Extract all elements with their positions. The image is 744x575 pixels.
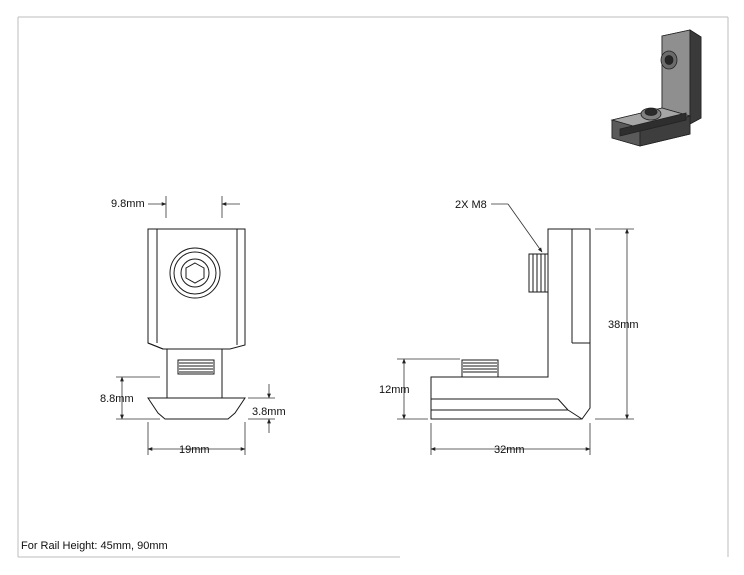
callout-thread: 2X M8 (455, 199, 487, 211)
socket-head-screw (169, 247, 221, 299)
dim-length: 32mm (494, 444, 525, 456)
dim-lower-height: 12mm (379, 384, 410, 396)
dim-height: 38mm (608, 319, 639, 331)
rail-height-note: For Rail Height: 45mm, 90mm (21, 540, 168, 552)
side-screw-horizontal (461, 359, 499, 378)
dim-total-height: 8.8mm (100, 393, 134, 405)
side-screw-vertical (528, 253, 549, 293)
side-view (430, 228, 591, 420)
front-view (147, 228, 246, 420)
threaded-stud (177, 359, 215, 375)
isometric-render (610, 29, 702, 147)
dim-screw-width: 9.8mm (111, 198, 145, 210)
dim-lip-height: 3.8mm (252, 406, 286, 418)
side-dimensions (397, 203, 634, 455)
dim-base-width: 19mm (179, 444, 210, 456)
sheet-border (17, 16, 729, 558)
front-dimensions (116, 196, 275, 455)
